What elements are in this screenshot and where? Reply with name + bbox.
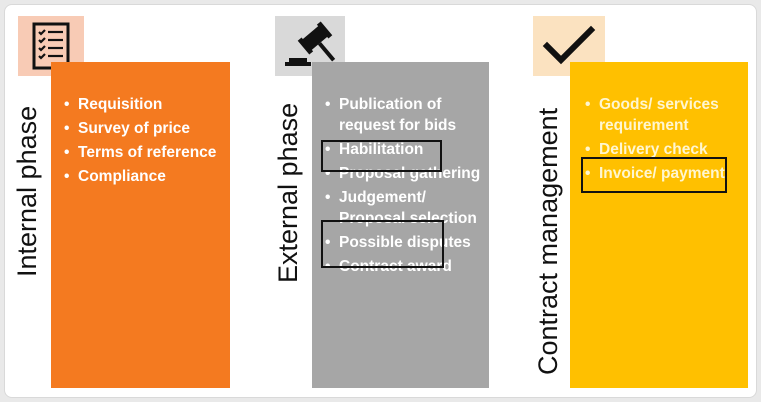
- highlight-box: [321, 220, 444, 268]
- list-item: Habilitation: [325, 139, 487, 160]
- phase-title: Internal phase: [12, 105, 42, 277]
- list-item: Proposal gathering: [325, 163, 487, 184]
- list-item: Requisition: [64, 94, 226, 115]
- highlight-box: [321, 140, 442, 172]
- highlight-box: [581, 157, 727, 193]
- phase-items: Goods/ services requirement Delivery che…: [585, 94, 735, 187]
- phase-card: [51, 62, 230, 388]
- list-item: Survey of price: [64, 118, 226, 139]
- list-item: Possible disputes: [325, 232, 487, 253]
- list-item: Invoice/ payment: [585, 163, 735, 184]
- list-item: Terms of reference: [64, 142, 226, 163]
- phase-title: External phase: [273, 102, 303, 283]
- list-item: Compliance: [64, 166, 226, 187]
- list-item: Goods/ services requirement: [585, 94, 735, 136]
- list-item: Publication of request for bids: [325, 94, 487, 136]
- phase-items: Requisition Survey of price Terms of ref…: [64, 94, 226, 190]
- list-item: Delivery check: [585, 139, 735, 160]
- phase-title: Contract management: [533, 107, 563, 375]
